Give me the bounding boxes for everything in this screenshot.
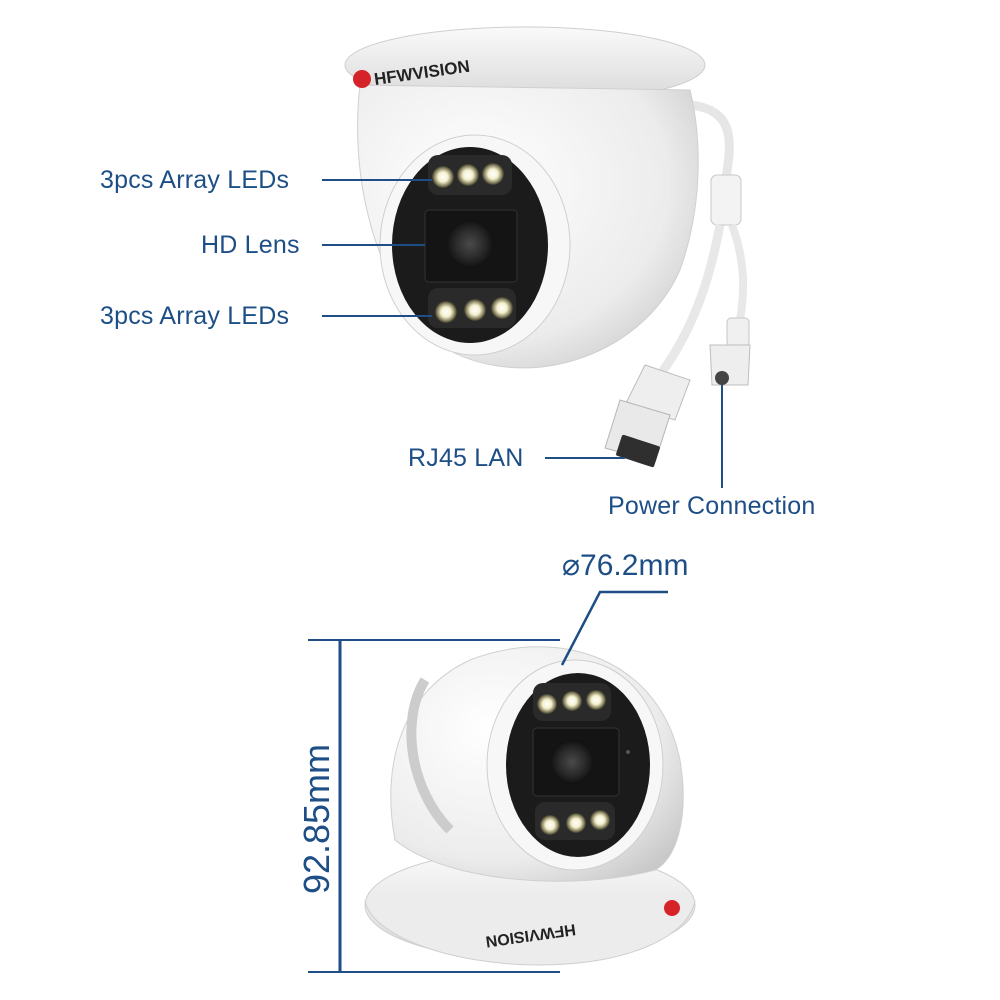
lens-icon bbox=[550, 740, 594, 784]
callout-hd-lens: HD Lens bbox=[201, 231, 300, 259]
height-label: 92.85mm bbox=[296, 743, 337, 895]
rj45-port-icon bbox=[616, 434, 660, 468]
brand-logo-icon bbox=[664, 900, 680, 916]
callout-power-connection: Power Connection bbox=[608, 492, 816, 520]
callout-led-top: 3pcs Array LEDs bbox=[100, 166, 290, 194]
led-icon bbox=[435, 301, 457, 323]
callout-rj45-lan: RJ45 LAN bbox=[408, 444, 524, 472]
brand-logo-icon bbox=[353, 70, 371, 88]
cable-splitter bbox=[710, 174, 742, 226]
led-icon bbox=[464, 299, 486, 321]
led-icon bbox=[566, 813, 586, 833]
led-icon bbox=[590, 810, 610, 830]
diameter-label: ⌀76.2mm bbox=[562, 549, 689, 582]
led-icon bbox=[540, 815, 560, 835]
led-icon bbox=[586, 690, 606, 710]
power-jack-icon bbox=[715, 371, 729, 385]
lens-icon bbox=[446, 220, 494, 268]
dome-ring bbox=[406, 677, 454, 834]
top-camera: HFWVISION bbox=[322, 26, 751, 488]
led-icon bbox=[432, 166, 454, 188]
cable-lan-branch bbox=[656, 224, 725, 378]
led-icon bbox=[537, 694, 557, 714]
led-icon bbox=[457, 164, 479, 186]
power-connector-body bbox=[726, 317, 750, 347]
led-icon bbox=[482, 163, 504, 185]
cable-power-branch bbox=[728, 223, 748, 321]
callout-led-bottom: 3pcs Array LEDs bbox=[100, 302, 290, 330]
cable bbox=[689, 100, 734, 186]
mic-icon bbox=[626, 750, 630, 754]
led-icon bbox=[562, 691, 582, 711]
base-skirt bbox=[364, 899, 696, 966]
bottom-camera: HFWVISION bbox=[308, 590, 696, 973]
diameter-leader-line bbox=[560, 590, 668, 666]
led-icon bbox=[491, 297, 513, 319]
